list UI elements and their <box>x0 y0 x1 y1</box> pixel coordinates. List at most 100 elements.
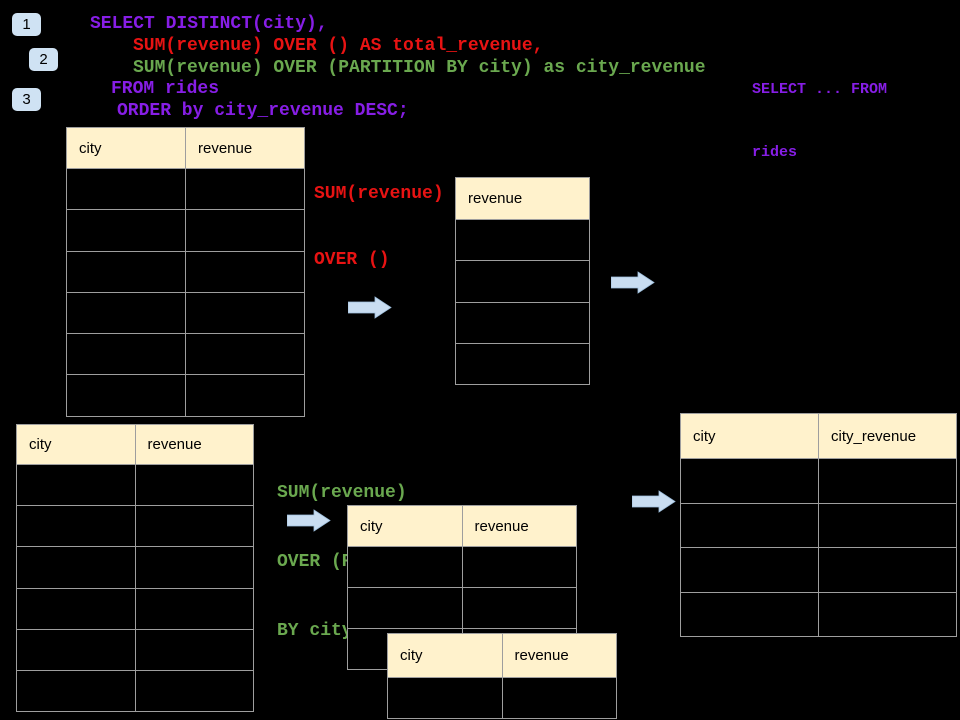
side-code-line-1: SELECT ... FROM <box>752 81 888 98</box>
table-header-row: city revenue <box>348 506 576 546</box>
label-sum-over-all-line-2: OVER () <box>314 250 390 270</box>
empty-cell <box>134 547 254 588</box>
table-row <box>17 546 254 588</box>
table-row <box>17 628 254 670</box>
empty-cell <box>818 548 956 592</box>
arrow-right-icon <box>287 509 331 532</box>
empty-cell <box>456 220 589 260</box>
table-row <box>456 260 589 301</box>
column-header: city_revenue <box>818 414 956 458</box>
side-code-line-2: rides <box>752 144 798 161</box>
empty-cell <box>134 506 254 547</box>
table-row <box>67 333 304 375</box>
label-sum-over-all: SUM(revenue) OVER () <box>314 139 444 293</box>
sql-line-select: SELECT DISTINCT(city), <box>90 14 328 34</box>
empty-cell <box>461 588 577 628</box>
table-row <box>67 209 304 251</box>
empty-cell <box>17 506 135 546</box>
table-city-revenue: city city_revenue <box>680 413 957 637</box>
empty-cell <box>185 169 304 210</box>
empty-cell <box>681 459 818 503</box>
empty-cell <box>67 334 185 374</box>
empty-cell <box>17 547 135 587</box>
table-header-row: city revenue <box>17 425 253 464</box>
table-row <box>348 587 576 628</box>
table-total-revenue: revenue <box>455 177 590 386</box>
empty-cell <box>388 678 502 718</box>
side-code-snippet: SELECT ... FROM rides <box>752 37 887 184</box>
arrow-right-icon <box>348 296 392 319</box>
sql-line-order-by: ORDER by city_revenue DESC; <box>117 101 409 121</box>
empty-cell <box>67 252 185 292</box>
table-row <box>17 464 253 506</box>
empty-cell <box>681 593 818 637</box>
empty-cell <box>818 459 956 503</box>
empty-cell <box>185 210 304 251</box>
empty-cell <box>185 251 304 292</box>
sql-line-sum-total: SUM(revenue) OVER () AS total_revenue, <box>133 36 544 56</box>
empty-cell <box>185 334 304 375</box>
table-row <box>67 250 304 292</box>
table-header-row: city revenue <box>67 128 304 168</box>
empty-cell <box>17 671 135 711</box>
column-header: revenue <box>501 634 617 677</box>
table-row <box>17 505 254 547</box>
step-chip-1: 1 <box>12 13 41 36</box>
empty-cell <box>818 503 956 547</box>
column-header: city <box>29 436 52 453</box>
empty-cell <box>17 589 135 629</box>
empty-cell <box>67 375 185 415</box>
column-header: revenue <box>468 190 523 207</box>
empty-cell <box>461 547 577 587</box>
empty-cell <box>134 670 254 712</box>
table-row <box>67 291 304 334</box>
empty-cell <box>185 292 304 334</box>
column-header: revenue <box>185 128 304 168</box>
arrow-right-icon <box>611 271 655 294</box>
empty-cell <box>185 375 304 416</box>
empty-cell <box>67 210 185 250</box>
empty-cell <box>67 293 185 333</box>
empty-cell <box>134 588 254 629</box>
table-source-bottom: city revenue <box>16 424 254 713</box>
table-row <box>17 669 254 712</box>
sql-line-sum-partition: SUM(revenue) OVER (PARTITION BY city) as… <box>133 58 706 78</box>
table-row <box>17 587 254 629</box>
table-partition-overlay: city revenue <box>387 633 617 719</box>
empty-cell <box>456 261 589 301</box>
column-header: revenue <box>461 506 577 546</box>
step-chip-2: 2 <box>29 48 58 71</box>
column-header: city <box>693 427 716 445</box>
column-header: city <box>400 647 423 664</box>
table-row <box>456 301 589 343</box>
empty-cell <box>67 169 185 209</box>
table-row <box>681 458 956 503</box>
table-header-row: revenue <box>456 178 589 219</box>
arrow-right-icon <box>632 490 676 513</box>
table-header-row: city revenue <box>388 634 616 677</box>
empty-cell <box>681 548 818 592</box>
empty-cell <box>456 303 589 343</box>
table-row <box>681 591 956 637</box>
table-row <box>456 342 589 384</box>
empty-cell <box>348 588 462 628</box>
sql-line-from: FROM rides <box>111 79 220 99</box>
empty-cell <box>818 592 956 636</box>
column-header: city <box>79 139 102 157</box>
empty-cell <box>348 547 462 587</box>
table-row <box>681 502 956 548</box>
table-row <box>348 546 576 587</box>
table-row <box>67 374 304 416</box>
column-header: city <box>360 517 383 535</box>
table-row <box>456 219 589 260</box>
column-header: revenue <box>134 425 254 464</box>
empty-cell <box>681 504 818 548</box>
empty-cell <box>501 678 617 718</box>
empty-cell <box>134 629 254 670</box>
label-sum-over-partition-line-1: SUM(revenue) <box>277 483 407 503</box>
empty-cell <box>17 465 135 505</box>
table-row <box>67 168 304 210</box>
table-row <box>388 677 616 718</box>
table-header-row: city city_revenue <box>681 414 956 458</box>
